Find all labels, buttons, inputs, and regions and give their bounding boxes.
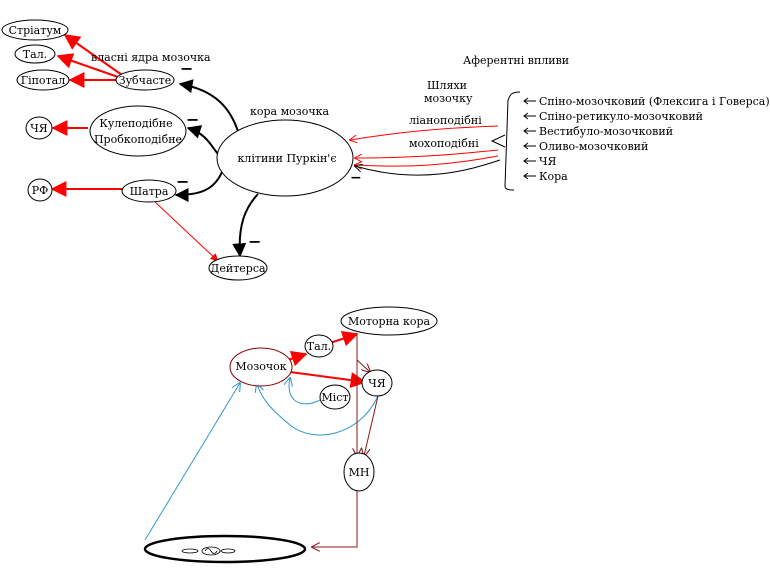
- minus-deitersa: −: [248, 232, 261, 251]
- svg-text:Тал.: Тал.: [307, 340, 331, 353]
- node-motorna-kora: Моторна кора: [340, 306, 438, 336]
- afferent-item: Вестибуло-мозочковий: [523, 125, 673, 138]
- minus-kulepodibne: −: [186, 110, 199, 129]
- arrow-mokhopodibni-2: [355, 155, 499, 166]
- svg-text:Кора: Кора: [539, 170, 568, 183]
- svg-text:клітини Пуркін'є: клітини Пуркін'є: [238, 152, 337, 165]
- node-hipotal: Гіпотал: [16, 69, 70, 91]
- svg-text:Шатра: Шатра: [130, 185, 169, 198]
- arrow-mokhopodibni-black: [355, 159, 501, 176]
- svg-text:Оливо-мозочковий: Оливо-мозочковий: [539, 140, 648, 153]
- label-shlyakhy: Шляхи: [427, 79, 467, 92]
- blue-path-periphery-mozochok: [144, 383, 240, 541]
- label-aferentni: Аферентні впливи: [463, 54, 569, 67]
- svg-text:Зубчасте: Зубчасте: [119, 74, 172, 87]
- arrow-mokhopodibni-1: [355, 149, 499, 158]
- node-chya-left: ЧЯ: [25, 116, 53, 140]
- minus-zubchaste: −: [180, 59, 193, 78]
- arrow-zubchaste-tal: [56, 53, 119, 78]
- arrow-mozochok-tal: [287, 350, 308, 367]
- node-zubchaste: Зубчасте: [115, 69, 175, 91]
- svg-text:Пробкоподібне: Пробкоподібне: [94, 133, 182, 146]
- svg-text:Спіно-ретикуло-мозочковий: Спіно-ретикуло-мозочковий: [539, 110, 703, 123]
- svg-text:ЧЯ: ЧЯ: [539, 155, 557, 168]
- label-kora-mozochka: кора мозочка: [250, 105, 330, 118]
- muscle-spiral-icon: [204, 548, 218, 554]
- muscle-fiber-icon: [181, 548, 199, 554]
- label-lianopodibni: ліаноподібні: [409, 114, 482, 127]
- arrow-tal-motorna-kora: [329, 330, 359, 347]
- node-deitersa: Дейтерса: [208, 255, 268, 281]
- arrow-lianopodibni: [350, 125, 499, 140]
- svg-text:Дейтерса: Дейтерса: [210, 262, 266, 275]
- arrow-purkinje-kulepodibne: [186, 125, 223, 159]
- muscle-fiber-icon: [220, 548, 236, 554]
- afferent-list: Спіно-мозочковий (Флексига і Говерса) Сп…: [523, 95, 770, 183]
- muscle-periphery: [143, 534, 307, 564]
- blue-path-chya-mozochok: [257, 384, 379, 436]
- node-chya-bottom: ЧЯ: [361, 369, 393, 397]
- top-diagram: − − − − − Стріатум Тал. Гіпотал Зубчасте: [1, 19, 770, 281]
- afferent-item: Оливо-мозочковий: [523, 140, 648, 153]
- blue-path-mist-mozochok: [289, 378, 321, 405]
- minus-afferent: −: [350, 170, 362, 186]
- svg-text:Гіпотал: Гіпотал: [21, 74, 65, 87]
- label-mozochku: мозочку: [424, 92, 473, 105]
- afferent-item: Кора: [523, 170, 568, 183]
- node-mn: МН: [343, 452, 375, 492]
- node-purkinje: клітини Пуркін'є: [216, 119, 354, 197]
- arrow-purkinje-zubchaste: [178, 79, 241, 139]
- label-vlasni-yadra: власні ядра мозочка: [91, 51, 211, 64]
- node-mist: Міст: [319, 384, 351, 410]
- afferent-item: ЧЯ: [523, 155, 557, 168]
- node-kulepodibne: Кулеподібне Пробкоподібне: [89, 105, 187, 157]
- label-mokhopodibni: мохоподібні: [409, 137, 479, 150]
- arrow-purkinje-deitersa: [232, 193, 259, 258]
- svg-text:МН: МН: [349, 466, 370, 479]
- svg-text:Стріатум: Стріатум: [9, 24, 62, 37]
- svg-text:Вестибуло-мозочковий: Вестибуло-мозочковий: [539, 125, 673, 138]
- arrow-purkinje-shatra: [174, 171, 223, 202]
- arrow-zubchaste-striatum: [63, 34, 123, 76]
- node-striatum: Стріатум: [1, 19, 69, 41]
- darkred-chya-mn: [364, 395, 379, 456]
- svg-text:Спіно-мозочковий (Флексига і Г: Спіно-мозочковий (Флексига і Говерса): [539, 95, 770, 108]
- node-rf: РФ: [27, 178, 53, 202]
- node-tal-bottom: Тал.: [304, 334, 334, 358]
- arrow-mozochok-chya: [289, 371, 367, 389]
- bottom-diagram: Мозочок Тал. Моторна кора ЧЯ Міст МН: [143, 306, 438, 564]
- node-shatra: Шатра: [121, 179, 177, 203]
- svg-text:Міст: Міст: [321, 391, 348, 404]
- afferent-item: Спіно-ретикуло-мозочковий: [523, 110, 703, 123]
- node-tal: Тал.: [14, 44, 56, 64]
- minus-shatra: −: [176, 172, 189, 191]
- arrow-shatra-deitersa: [154, 201, 219, 262]
- afferent-bracket-tip: [490, 134, 506, 148]
- svg-text:Кулеподібне: Кулеподібне: [99, 117, 172, 130]
- svg-text:РФ: РФ: [32, 184, 49, 197]
- svg-text:ЧЯ: ЧЯ: [30, 122, 48, 135]
- afferent-item: Спіно-мозочковий (Флексига і Говерса): [523, 95, 770, 108]
- svg-text:Тал.: Тал.: [23, 48, 47, 61]
- node-mozochok: Мозочок: [229, 347, 293, 387]
- darkred-kora-chya: [356, 359, 370, 372]
- afferent-bracket: [504, 91, 521, 191]
- svg-text:ЧЯ: ЧЯ: [368, 377, 386, 390]
- darkred-mn-periphery: [312, 491, 358, 547]
- svg-text:Моторна кора: Моторна кора: [348, 315, 431, 328]
- svg-text:Мозочок: Мозочок: [235, 360, 286, 373]
